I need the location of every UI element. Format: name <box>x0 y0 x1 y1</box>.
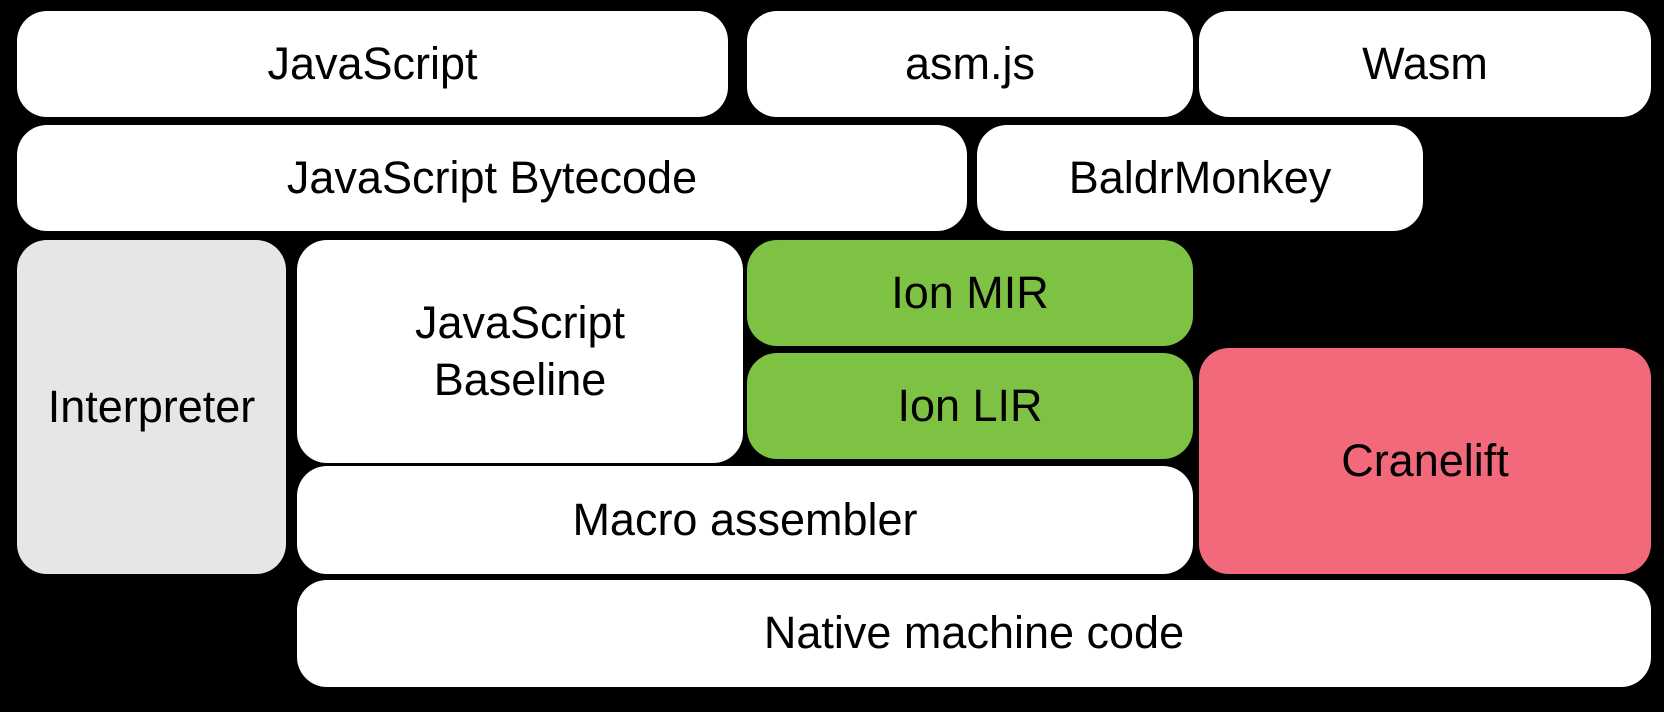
diagram-box-baldrmonkey: BaldrMonkey <box>977 125 1423 231</box>
diagram-box-label-asm-js: asm.js <box>904 37 1035 89</box>
diagram-box-ion-lir: Ion LIR <box>747 353 1193 459</box>
diagram-box-label-javascript-baseline: JavaScript Baseline <box>414 297 626 405</box>
diagram-box-javascript-baseline: JavaScript Baseline <box>297 240 743 463</box>
diagram-box-label-javascript: JavaScript <box>267 37 478 89</box>
diagram-box-label-ion-lir: Ion LIR <box>897 379 1043 431</box>
diagram-box-cranelift: Cranelift <box>1199 348 1651 574</box>
diagram-box-macro-assembler: Macro assembler <box>297 466 1193 574</box>
diagram-box-asm-js: asm.js <box>747 11 1193 117</box>
diagram-box-label-cranelift: Cranelift <box>1341 434 1509 486</box>
diagram-box-label-interpreter: Interpreter <box>47 380 256 432</box>
diagram-box-ion-mir: Ion MIR <box>747 240 1193 346</box>
diagram-box-label-javascript-bytecode: JavaScript Bytecode <box>286 151 698 203</box>
diagram-box-javascript: JavaScript <box>17 11 728 117</box>
diagram-box-native-machine-code: Native machine code <box>297 580 1651 687</box>
diagram-box-interpreter: Interpreter <box>17 240 286 574</box>
diagram-box-label-ion-mir: Ion MIR <box>891 266 1049 318</box>
diagram-box-label-native-machine-code: Native machine code <box>763 607 1185 659</box>
diagram-box-label-baldrmonkey: BaldrMonkey <box>1068 151 1332 203</box>
diagram-box-label-macro-assembler: Macro assembler <box>572 493 918 545</box>
diagram-box-label-wasm: Wasm <box>1362 37 1488 89</box>
diagram-box-wasm: Wasm <box>1199 11 1651 117</box>
diagram-box-javascript-bytecode: JavaScript Bytecode <box>17 125 967 231</box>
